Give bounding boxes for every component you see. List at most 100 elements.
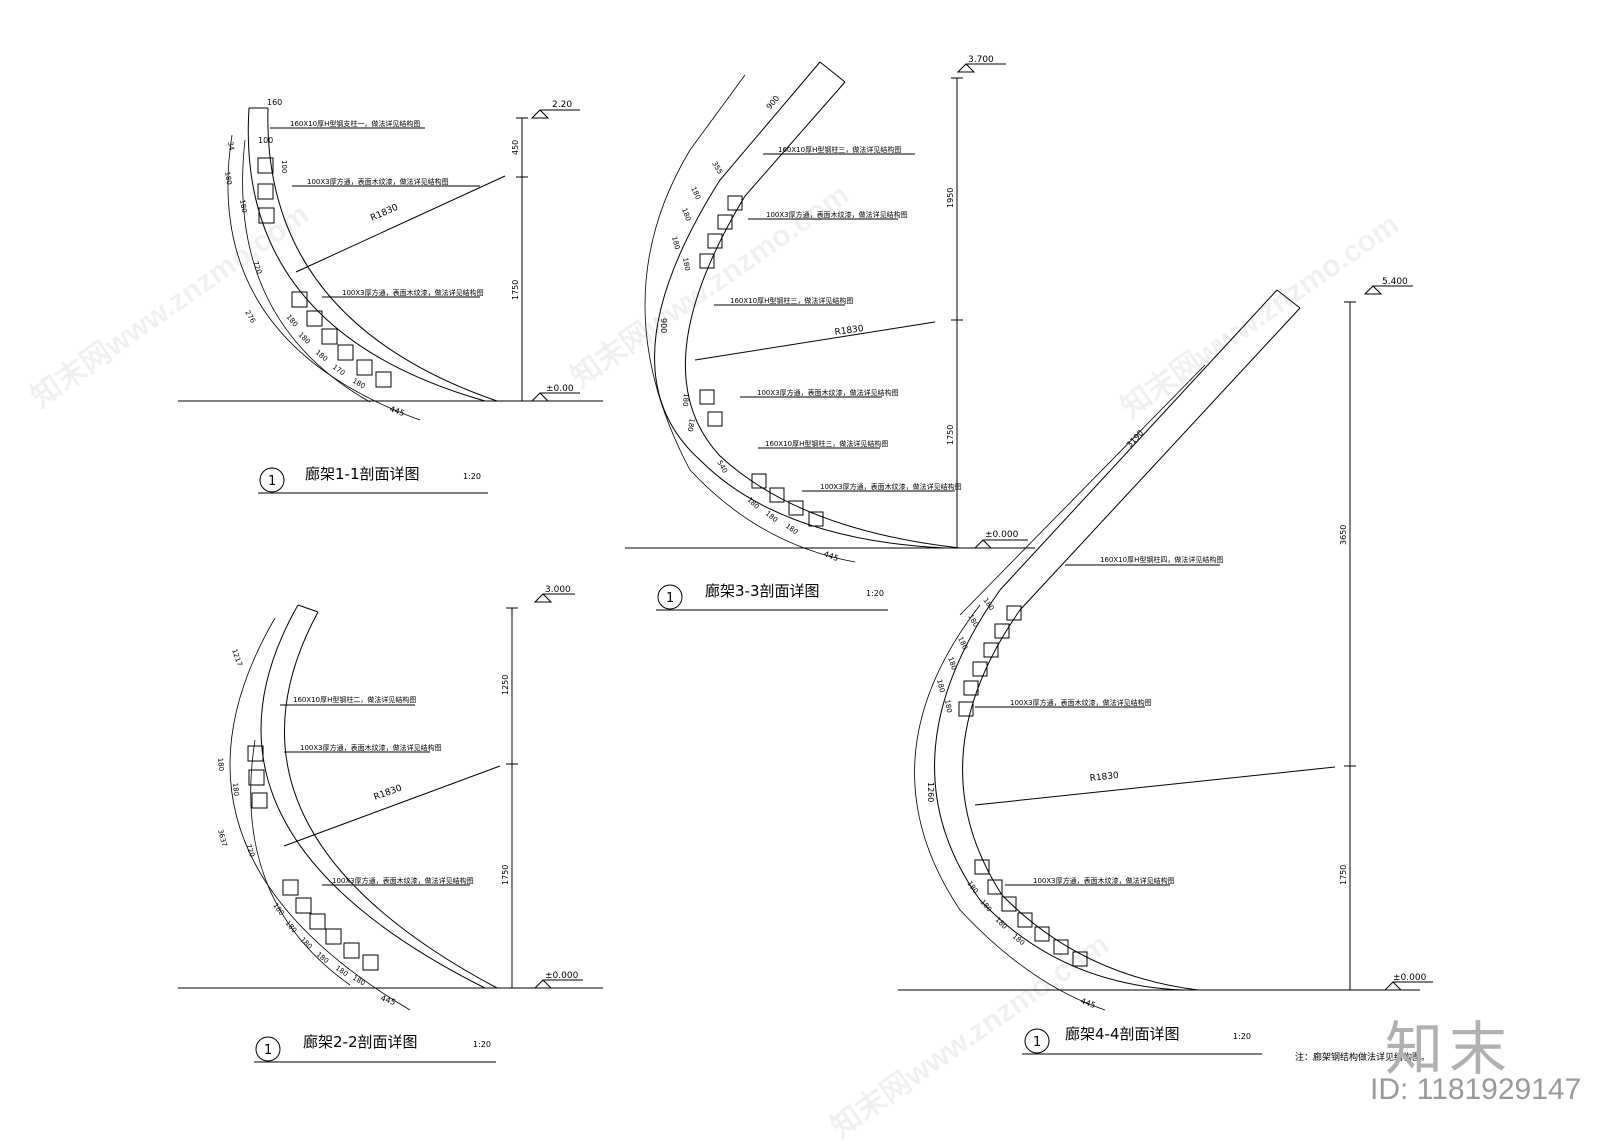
- section-1-arc-label: 180: [284, 313, 299, 328]
- elevation-marker: [530, 109, 580, 119]
- section-number-circle: [1024, 1028, 1050, 1054]
- square-tube: [707, 233, 723, 249]
- section-4-scale: 1:20: [1233, 1032, 1251, 1041]
- section-1-arc-label: 276: [243, 309, 257, 325]
- section-1-elev-top: 2.20: [552, 100, 572, 110]
- square-tube: [788, 500, 804, 516]
- outer-dim-arc-2: [242, 139, 371, 403]
- section-3-scale: 1:20: [866, 589, 884, 598]
- section-4-note: 100X3厚方通，表面木纹漆，做法详见结构图: [1010, 698, 1152, 707]
- section-3-elev-top: 3.700: [968, 55, 994, 65]
- footnote: 注：廊架钢结构做法详见结构图。: [1295, 1051, 1430, 1063]
- section-1-title: 廊架1-1剖面详图: [305, 465, 420, 483]
- square-tube: [325, 928, 342, 945]
- square-tube: [362, 954, 379, 971]
- square-tube: [257, 183, 274, 200]
- section-2-arc-label: 180: [299, 936, 314, 951]
- outer-dim-arc: [914, 604, 1106, 1011]
- square-tube: [808, 511, 824, 527]
- section-3-note: 100X3厚方通，表面木纹漆，做法详见结构图: [820, 482, 962, 491]
- section-4-dim-lower: 1750: [1339, 865, 1348, 885]
- column-inner-edge: [267, 107, 498, 402]
- section-2-arc-label: 445: [379, 993, 396, 1007]
- square-tube: [356, 359, 373, 376]
- section-4-arc-label: 180: [956, 635, 969, 651]
- section-number-circle: [259, 467, 285, 493]
- section-2-arc-label: 180: [216, 757, 225, 771]
- section-4-number: 1: [1033, 1035, 1041, 1050]
- square-tube: [983, 642, 999, 658]
- section-4-arc-label: 180: [943, 699, 953, 714]
- section-1-note: 100X3厚方通，表面木纹漆，做法详见结构图: [342, 288, 484, 297]
- elevation-marker: [973, 539, 1028, 549]
- square-tube: [1034, 926, 1050, 942]
- section-number-circle: [255, 1036, 281, 1062]
- column-top-cap: [819, 61, 846, 83]
- square-tube: [282, 879, 299, 896]
- section-1-arc-label: 445: [388, 404, 405, 418]
- section-1-note: 160X10厚H型钢支柱一，做法详见结构图: [290, 119, 420, 128]
- square-tube: [1053, 939, 1069, 955]
- square-tube: [1072, 951, 1088, 967]
- column-outer-edge: [934, 289, 1278, 991]
- square-tube: [972, 661, 988, 677]
- section-4-arc-label: 180: [965, 880, 979, 896]
- section-4-elev-top: 5.400: [1382, 277, 1408, 287]
- section-2-note: 160X10厚H型钢柱二，做法详见结构图: [293, 695, 416, 704]
- section-4-radius: R1830: [1089, 771, 1119, 784]
- section-3-arc-label: 355: [710, 160, 724, 176]
- section-4-dim-tail: 3190: [1125, 428, 1145, 449]
- square-tube: [958, 701, 974, 717]
- square-tube: [248, 769, 265, 786]
- section-1-arc-label: 180: [314, 348, 329, 363]
- section-3-note: 100X3厚方通，表面木纹漆，做法详见结构图: [766, 210, 908, 219]
- section-3-elev-bottom: ±0.000: [985, 530, 1019, 540]
- section-1-dim-upper: 450: [511, 140, 520, 155]
- section-4-4: [898, 285, 1433, 1055]
- section-4-arc-label: 1260: [926, 782, 935, 802]
- section-2-dim-upper: 1250: [501, 675, 510, 695]
- square-tube: [1017, 912, 1033, 928]
- section-3-note: 100X3厚方通，表面木纹漆，做法详见结构图: [757, 388, 899, 397]
- section-1-arc-label: 180: [223, 171, 233, 186]
- square-tube: [247, 745, 264, 762]
- section-2-2: [178, 593, 603, 1063]
- section-4-dim-upper: 3650: [1339, 525, 1348, 545]
- section-1-scale: 1:20: [463, 472, 481, 481]
- section-3-title: 廊架3-3剖面详图: [705, 582, 820, 600]
- section-2-note: 100X3厚方通，表面木纹漆，做法详见结构图: [300, 743, 442, 752]
- section-3-note: 160X10厚H型钢柱三，做法详见结构图: [730, 296, 853, 305]
- radius-line: [694, 321, 936, 361]
- section-1-note: 100X3厚方通，表面木纹漆，做法详见结构图: [307, 177, 449, 186]
- column-top-cap: [297, 604, 319, 613]
- square-tube: [258, 207, 275, 224]
- section-3-number: 1: [666, 591, 674, 606]
- section-3-dim-upper: 1950: [946, 188, 955, 208]
- section-4-arc-label: 180: [935, 678, 946, 693]
- section-4-arc-label: 445: [1079, 996, 1096, 1010]
- section-3-arc-label: 900: [659, 318, 668, 333]
- section-1-arc-label: 180: [238, 199, 248, 214]
- elevation-marker: [530, 392, 580, 402]
- section-1-dim-width: 100: [280, 160, 288, 173]
- elevation-marker: [1383, 981, 1433, 991]
- section-1-number: 1: [268, 474, 276, 489]
- section-1-arc-label: 34: [226, 141, 236, 152]
- section-3-3: [625, 61, 1035, 611]
- square-tube: [321, 328, 338, 345]
- section-number-circle: [657, 584, 683, 610]
- square-tube: [306, 310, 323, 327]
- section-2-radius: R1830: [373, 783, 404, 802]
- section-2-note: 100X3厚方通，表面木纹漆，做法详见结构图: [332, 876, 474, 885]
- watermark-id: ID: 1181929147: [1370, 1073, 1582, 1106]
- column-inner-edge: [962, 307, 1301, 991]
- section-2-arc-label: 180: [315, 950, 330, 965]
- square-tube: [251, 792, 268, 809]
- square-tube: [987, 879, 1003, 895]
- section-2-arc-label: 180: [231, 782, 240, 796]
- section-3-radius: R1830: [834, 324, 865, 338]
- section-2-elev-bottom: ±0.000: [545, 971, 579, 981]
- section-3-arc-label: 180: [681, 257, 691, 272]
- section-1-arc-label: 180: [297, 331, 312, 346]
- section-3-arc-label: 180: [689, 185, 702, 201]
